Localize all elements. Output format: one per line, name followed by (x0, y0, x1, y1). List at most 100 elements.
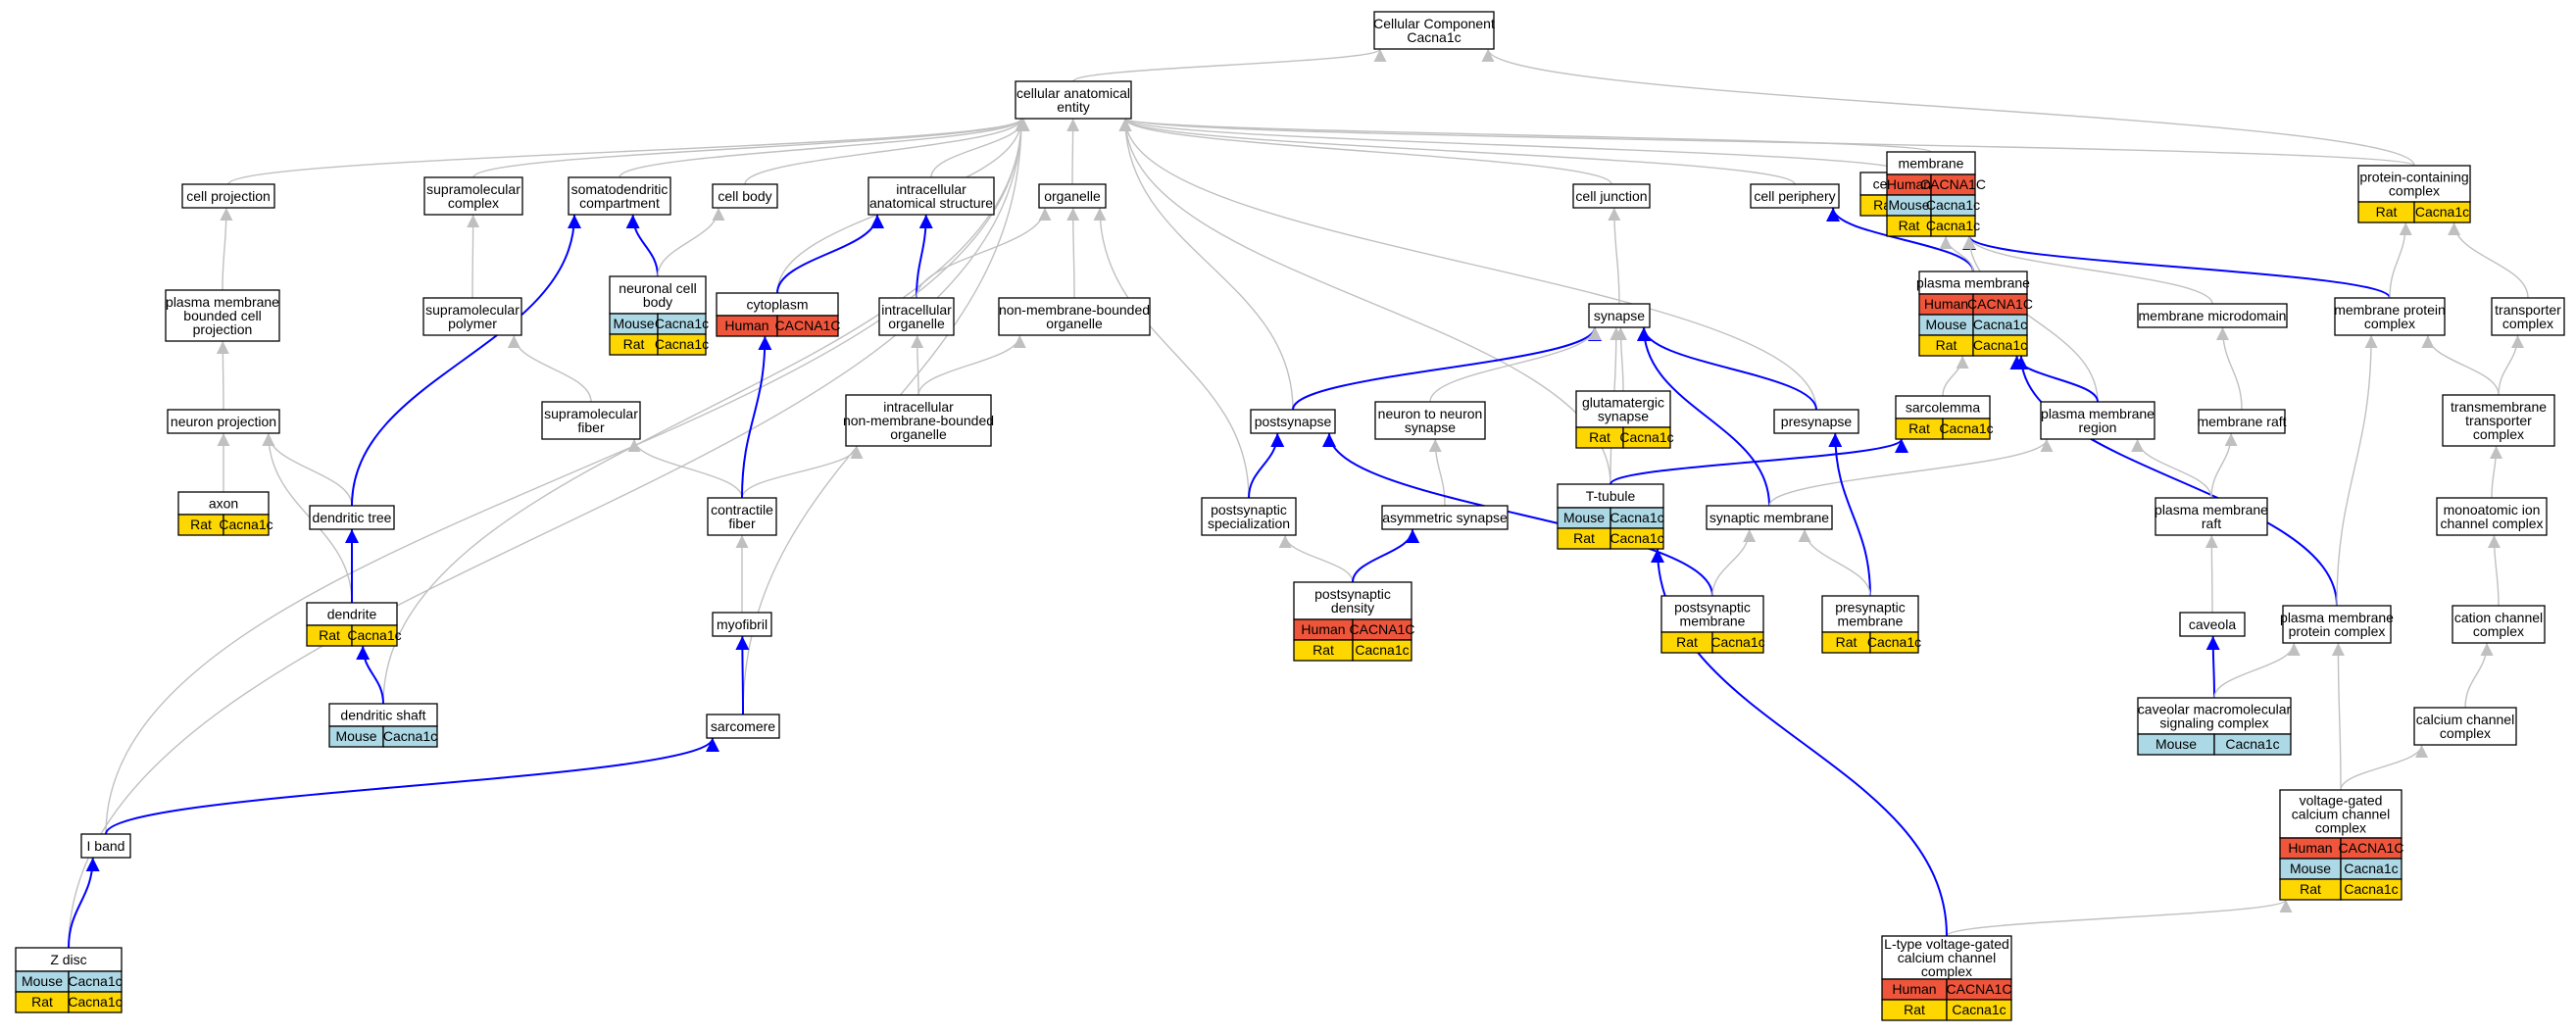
edge-cell-periphery-to-cellular-anatomical-entity (1118, 118, 1796, 185)
node-label-line: plasma membrane (2280, 610, 2394, 625)
organism-label: Mouse (22, 973, 63, 989)
gene-label: Cacna1c (1610, 510, 1663, 525)
organism-label: Mouse (1563, 510, 1605, 525)
node-label-line: protein-containing (2359, 170, 2468, 185)
organism-label: Rat (1676, 634, 1698, 650)
gene-label: Cacna1c (2344, 881, 2398, 897)
node-sarcomere[interactable]: sarcomere (706, 714, 780, 739)
node-label-line: dendritic tree (313, 510, 392, 525)
edge-cell-body-to-cellular-anatomical-entity (744, 118, 1028, 185)
node-synapse[interactable]: synapse (1588, 303, 1651, 328)
edge-contractile-fiber-to-supramolecular-fiber (627, 438, 743, 499)
node-presynapse[interactable]: presynapse (1773, 409, 1859, 434)
gene-cell (1869, 631, 1919, 654)
node-label-box (1572, 183, 1651, 209)
organism-label: Rat (190, 517, 212, 532)
gene-cell (223, 514, 270, 536)
node-cell-junction[interactable]: cell junction (1572, 183, 1651, 209)
node-synaptic-membrane[interactable]: synaptic membrane (1706, 505, 1833, 530)
node-membrane-raft[interactable]: membrane raft (2197, 409, 2287, 434)
node-label-box (80, 833, 131, 859)
node-intracellular-non-membrane-bounded-organelle[interactable]: intracellularnon-membrane-boundedorganel… (843, 394, 994, 447)
node-label-line: Z disc (50, 952, 86, 967)
edge-caveola-to-plasma-membrane-raft (2204, 534, 2218, 614)
node-label-line: membrane microdomain (2139, 308, 2287, 323)
node-label-line: projection (193, 321, 253, 337)
gene-label: Cacna1c (1939, 420, 1993, 436)
node-asymmetric-synapse[interactable]: asymmetric synapse (1381, 505, 1509, 530)
node-label-line: myofibril (717, 616, 768, 632)
node-label-line: postsynaptic (1314, 586, 1391, 602)
node-cell-projection[interactable]: cell projection (181, 183, 275, 209)
node-label-box (1557, 483, 1664, 509)
node-label-line: organelle (888, 316, 945, 331)
node-membrane-microdomain[interactable]: membrane microdomain (2137, 303, 2288, 328)
node-label-box (1706, 505, 1833, 530)
node-label-line: synapse (1598, 409, 1649, 424)
organism-label: Rat (2300, 881, 2321, 897)
node-label-line: protein complex (2289, 623, 2386, 639)
organism-label: Rat (1904, 1002, 1925, 1017)
node-label-line: synaptic membrane (1709, 510, 1829, 525)
node-dendritic-tree[interactable]: dendritic tree (309, 505, 395, 530)
node-organelle[interactable]: organelle (1038, 183, 1107, 209)
node-cell-periphery[interactable]: cell periphery (1750, 183, 1840, 209)
edge-transporter-complex-to-protein-containing-complex (2448, 222, 2529, 299)
node-i-band[interactable]: I band (80, 833, 131, 859)
node-label-line: membrane raft (2197, 414, 2286, 429)
node-label-box (1660, 595, 1764, 633)
gene-label: Cacna1c (655, 316, 709, 331)
node-cell-body[interactable]: cell body (712, 183, 778, 209)
node-caveola[interactable]: caveola (2179, 612, 2246, 637)
node-myofibril[interactable]: myofibril (712, 612, 772, 637)
node-label-line: complex (2364, 316, 2415, 331)
edge-transmembrane-transporter-complex-to-membrane-protein-complex (2421, 334, 2500, 396)
node-label-line: caveola (2189, 616, 2236, 632)
node-label-line: raft (2202, 516, 2221, 531)
node-postsynapse[interactable]: postsynapse (1250, 409, 1336, 434)
node-neuron-projection[interactable]: neuron projection (167, 409, 280, 434)
node-label-line: organelle (890, 426, 947, 442)
